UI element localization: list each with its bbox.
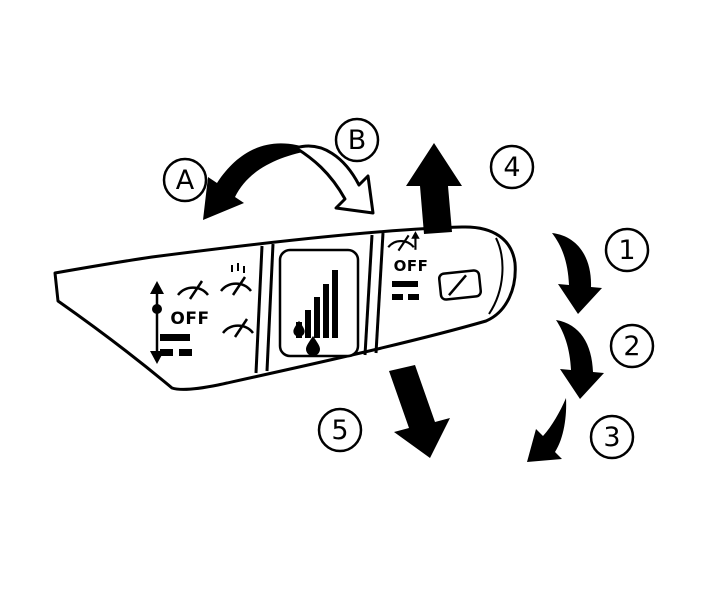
- callout-3: 3: [589, 414, 635, 460]
- speed-bar: [392, 294, 403, 300]
- raindrop-icon: [306, 336, 320, 356]
- curved-arrow-b: [294, 144, 375, 215]
- speed-bar: [392, 281, 418, 287]
- rear-wiper-off-label: OFF: [394, 257, 429, 275]
- callout-a: A: [162, 157, 208, 203]
- callout-b-circle: [334, 117, 380, 163]
- sensitivity-bar: [305, 310, 311, 338]
- callout-5-label: 5: [331, 415, 348, 446]
- sensitivity-bar: [323, 284, 329, 338]
- callout-2: 2: [609, 323, 655, 369]
- speed-bar: [160, 334, 190, 341]
- rear-window-wiper-icon: [437, 269, 483, 301]
- callout-b-label: B: [348, 125, 367, 156]
- callout-5: 5: [317, 407, 363, 453]
- front-wiper-off-label: OFF: [170, 309, 209, 329]
- callout-1-circle: [604, 227, 650, 273]
- arrow-down-1: [552, 233, 602, 314]
- callout-1: 1: [604, 227, 650, 273]
- speed-bar: [160, 349, 173, 356]
- front-wiper-int-icon: [222, 318, 254, 338]
- speed-bar: [179, 349, 192, 356]
- front-wiper-icon: [177, 280, 209, 300]
- rear-wiper-icon: [387, 231, 420, 252]
- rear-wiper-speed-bars: [392, 281, 419, 300]
- callout-4-label: 4: [503, 152, 520, 183]
- section-divider-left: [254, 243, 275, 374]
- intermittent-display: [278, 248, 360, 358]
- arrow-down-5: [389, 365, 450, 458]
- section-divider-right: [363, 232, 385, 356]
- callout-a-label: A: [176, 165, 195, 196]
- washer-spray-icon: [220, 263, 252, 296]
- callout-3-label: 3: [603, 422, 620, 453]
- callout-2-circle: [609, 323, 655, 369]
- motion-arrows: [203, 143, 604, 462]
- callout-1-label: 1: [618, 235, 635, 266]
- rear-wiper-controls: OFF: [387, 231, 483, 301]
- callout-5-circle: [317, 407, 363, 453]
- arrow-down-3: [527, 398, 567, 462]
- callout-a-circle: [162, 157, 208, 203]
- arrow-up-4: [406, 143, 462, 234]
- front-wiper-speed-bars: [160, 334, 192, 356]
- callout-3-circle: [589, 414, 635, 460]
- callout-b: B: [334, 117, 380, 163]
- front-wiper-controls: OFF: [150, 263, 254, 364]
- sensitivity-bar: [314, 297, 320, 338]
- speed-bar: [408, 294, 419, 300]
- stalk-tip-contour: [488, 237, 504, 315]
- callouts: A B 4 1 2 3 5: [162, 117, 655, 460]
- arrow-down-2: [556, 320, 604, 399]
- raindrop-icon: [293, 320, 305, 337]
- callout-2-label: 2: [623, 331, 640, 362]
- sensitivity-bar: [332, 270, 338, 338]
- callout-4-circle: [489, 144, 535, 190]
- curved-arrow-a: [203, 143, 313, 220]
- callout-4: 4: [489, 144, 535, 190]
